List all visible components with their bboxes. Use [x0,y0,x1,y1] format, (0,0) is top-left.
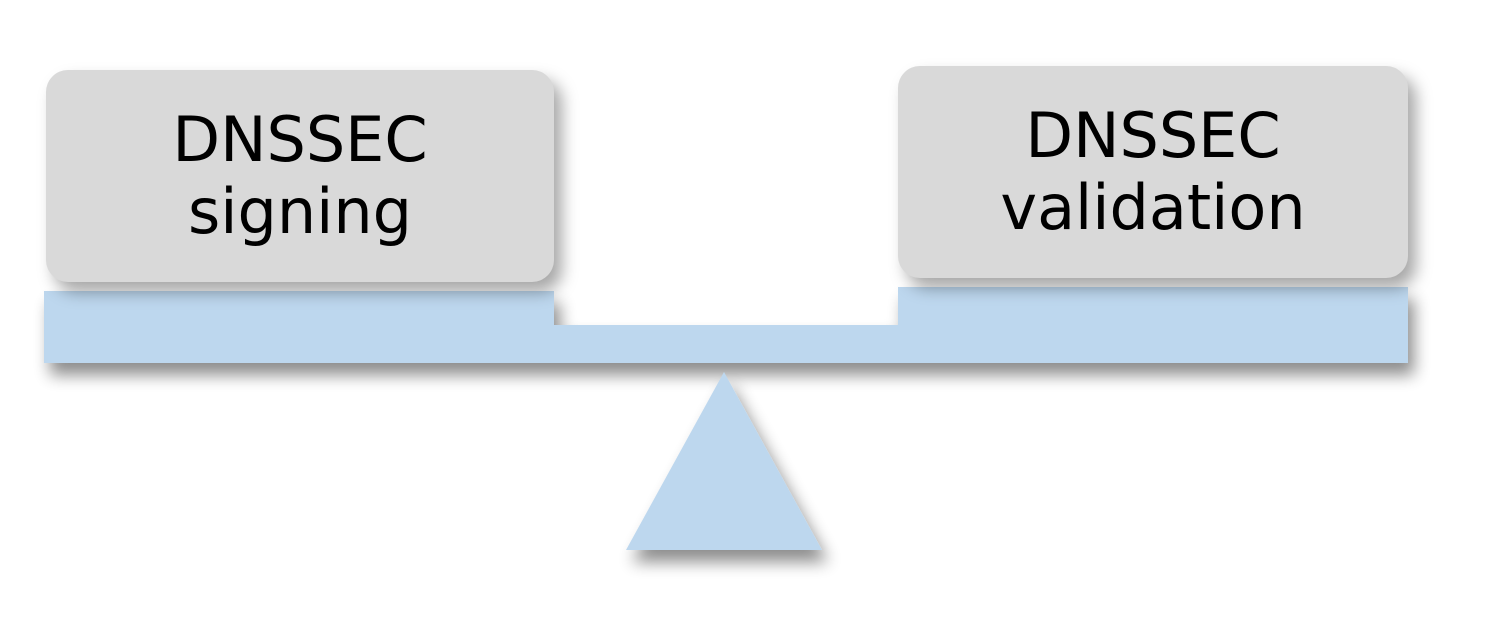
left-box-line-2: signing [187,175,413,248]
scale-fulcrum [626,372,822,550]
scale-beam [44,287,1408,363]
dnssec-signing-box: DNSSEC signing [46,70,554,282]
right-box-line-2: validation [1000,171,1306,244]
right-box-line-1: DNSSEC [1025,99,1281,172]
dnssec-validation-box: DNSSEC validation [898,66,1408,278]
left-box-line-1: DNSSEC [172,103,428,176]
